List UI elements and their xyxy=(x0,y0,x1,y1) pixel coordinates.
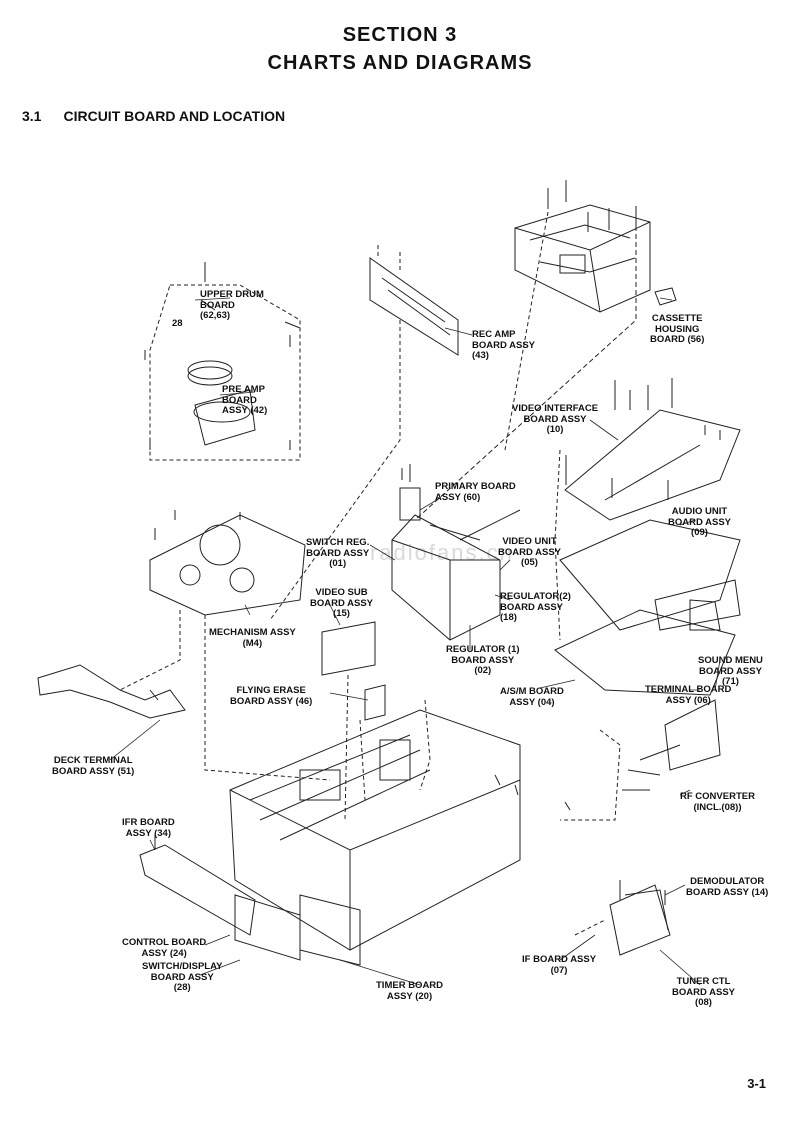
label-switch-reg: SWITCH REG. BOARD ASSY (01) xyxy=(306,537,370,569)
label-regulator-1: REGULATOR (1) BOARD ASSY (02) xyxy=(446,644,520,676)
label-upper-drum: UPPER DRUM BOARD (62,63) xyxy=(200,289,264,321)
label-regulator-2: REGULATOR(2) BOARD ASSY (18) xyxy=(500,591,571,623)
video-sub-drawing xyxy=(321,621,386,821)
rf-converter-drawing xyxy=(560,699,721,821)
label-timer-board: TIMER BOARD ASSY (20) xyxy=(376,980,444,1002)
mechanism-drawing xyxy=(119,510,331,781)
label-switch-display: SWITCH/DISPLAY BOARD ASSY (28) xyxy=(142,961,223,993)
front-panel-drawing xyxy=(139,835,361,966)
label-mechanism: MECHANISM ASSY (M4) xyxy=(209,627,296,649)
label-primary-board: PRIMARY BOARD ASSY (60) xyxy=(435,481,516,503)
label-rf-converter: RF CONVERTER (INCL.(08)) xyxy=(680,791,755,813)
cassette-housing-drawing xyxy=(514,204,677,313)
label-video-interface: VIDEO INTERFACE BOARD ASSY (10) xyxy=(512,403,599,435)
watermark: radiofans.cn xyxy=(370,540,514,565)
label-terminal-board: TERMINAL BOARD ASSY (06) xyxy=(645,684,732,706)
subsection-heading: 3.1 CIRCUIT BOARD AND LOCATION xyxy=(22,108,285,124)
label-if-board: IF BOARD ASSY (07) xyxy=(522,954,597,976)
video-interface-drawing xyxy=(554,378,741,696)
rec-amp-board-drawing xyxy=(269,242,459,621)
label-sound-menu: SOUND MENU BOARD ASSY (71) xyxy=(698,655,763,687)
screws-top xyxy=(414,180,637,521)
label-pre-amp: PRE AMP BOARD ASSY (42) xyxy=(222,384,268,416)
page-number: 3-1 xyxy=(747,1076,766,1091)
label-tuner-ctl: TUNER CTL BOARD ASSY (08) xyxy=(672,976,735,1008)
label-video-sub: VIDEO SUB BOARD ASSY (15) xyxy=(310,587,373,619)
label-deck-terminal: DECK TERMINAL BOARD ASSY (51) xyxy=(52,755,135,777)
subsection-number: 3.1 xyxy=(22,108,42,124)
label-rec-amp: REC AMP BOARD ASSY (43) xyxy=(472,329,535,361)
primary-regulator-drawing xyxy=(391,464,521,641)
chassis-drawing xyxy=(229,699,571,951)
label-asm-board: A/S/M BOARD ASSY (04) xyxy=(500,686,564,708)
leader-lines xyxy=(109,297,721,986)
drum-assembly-drawing xyxy=(144,262,301,461)
label-ifr-board: IFR BOARD ASSY (34) xyxy=(122,817,175,839)
tuner-drawing xyxy=(574,880,671,956)
section-title: SECTION 3 xyxy=(342,24,458,46)
label-flying-erase: FLYING ERASE BOARD ASSY (46) xyxy=(230,685,313,707)
subsection-title: CIRCUIT BOARD AND LOCATION xyxy=(63,108,286,124)
label-control-board: CONTROL BOARD ASSY (24) xyxy=(122,937,207,959)
label-cassette-housing: CASSETTE HOUSING BOARD (56) xyxy=(650,313,705,345)
deck-terminal-drawing xyxy=(37,664,186,719)
label-video-unit: VIDEO UNIT BOARD ASSY (05) xyxy=(498,536,561,568)
section-subtitle: CHARTS AND DIAGRAMS xyxy=(267,52,533,74)
label-demodulator: DEMODULATOR BOARD ASSY (14) xyxy=(686,876,769,898)
label-audio-unit: AUDIO UNIT BOARD ASSY (09) xyxy=(668,506,731,538)
label-callout-28: 28 xyxy=(172,318,183,329)
